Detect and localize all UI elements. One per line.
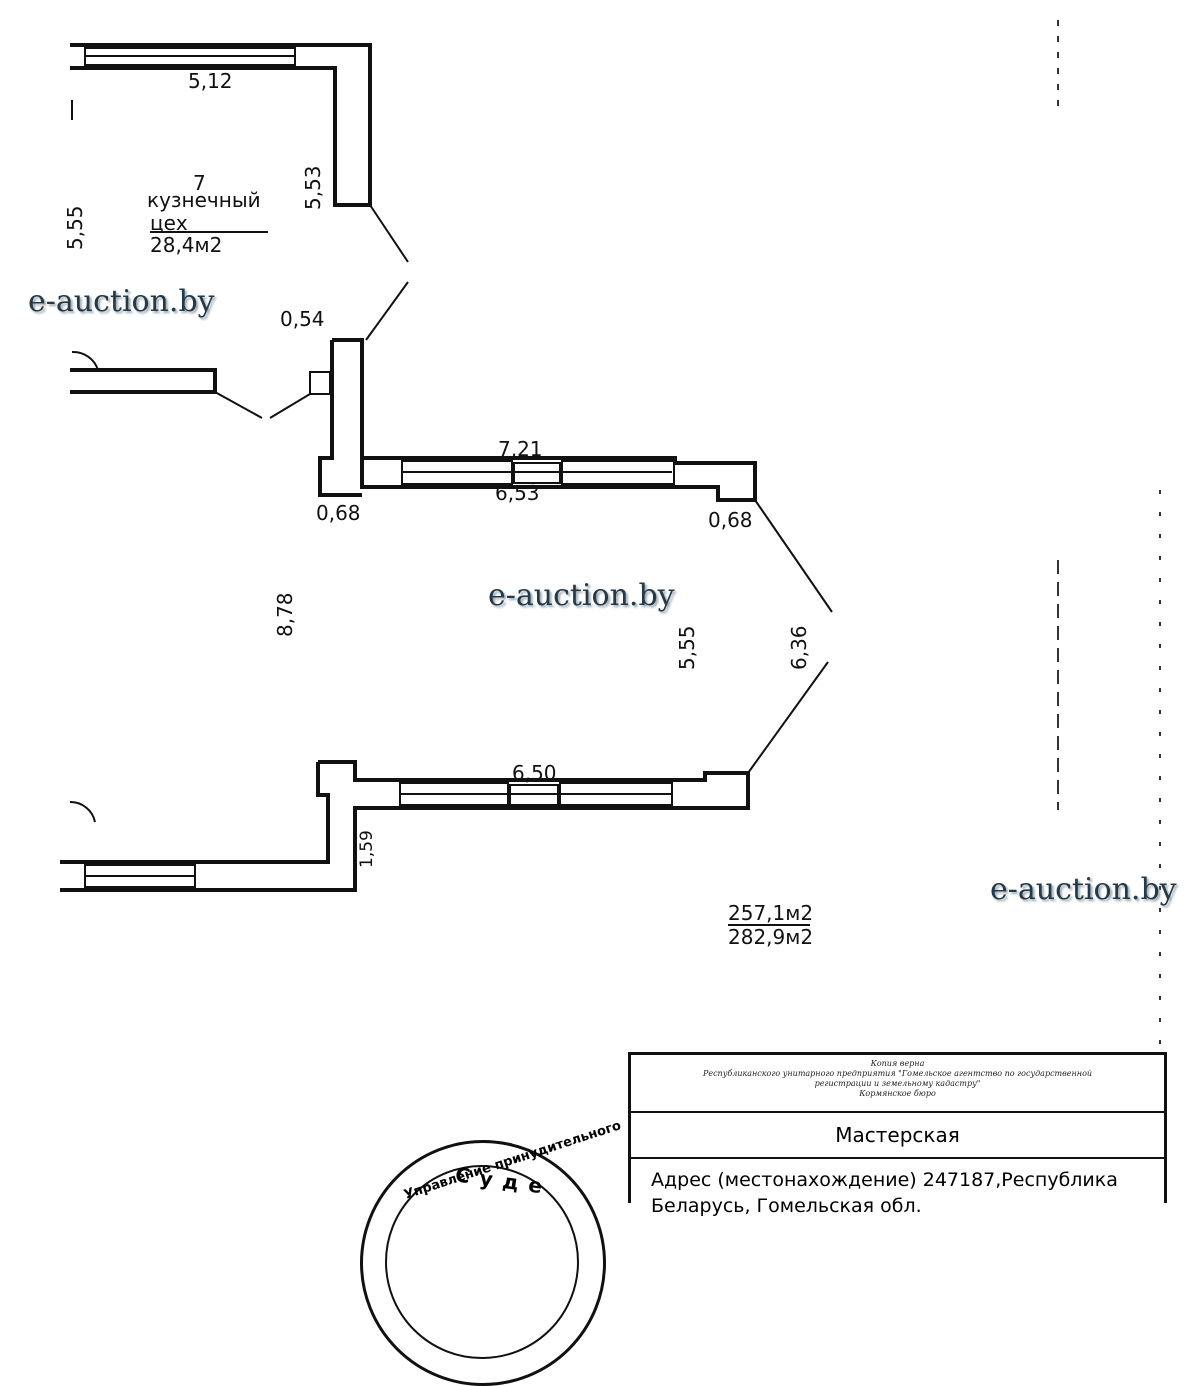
corridor-walls <box>70 338 364 497</box>
title-block-header: Копия верна Республиканского унитарного … <box>631 1055 1164 1113</box>
total-area-1: 257,1м2 <box>728 901 813 925</box>
dim-mid-inner: 6,53 <box>495 481 540 505</box>
header-line4: Кормянское бюро <box>859 1089 936 1098</box>
dim-bottom-wall: 6,50 <box>512 761 557 785</box>
address-line2: Беларусь, Гомельская обл. <box>651 1195 922 1217</box>
page-edge-marks <box>1057 20 1161 1050</box>
dim-left-mid: 8,78 <box>273 592 297 637</box>
dim-small-a: 0,54 <box>280 307 325 331</box>
watermark-right: e-auction.by <box>990 872 1177 907</box>
room-name-line2: цех <box>150 211 188 235</box>
floor-plan: 5,12 5,53 5,55 7 кузнечный цех 28,4м2 0,… <box>60 20 1161 1050</box>
upper-room-walls <box>70 43 409 341</box>
official-seal: Управление принудительного Суде <box>360 1118 623 1386</box>
dim-diagonal: 6,36 <box>787 625 811 670</box>
title-block-title: Мастерская <box>631 1113 1164 1159</box>
dim-left-068: 0,68 <box>316 501 361 525</box>
dim-bottom-left: 1,59 <box>357 830 377 868</box>
watermark-center: e-auction.by <box>488 578 675 613</box>
main-hall-upper-wall <box>360 456 833 613</box>
dim-right-upper: 5,53 <box>301 165 325 210</box>
watermark-top-left: e-auction.by <box>28 284 215 319</box>
header-line3: регистрации и земельному кадастру" <box>814 1079 981 1088</box>
room-number: 7 <box>193 171 206 195</box>
room-name-line1: кузнечный <box>147 188 261 212</box>
title-block-address: Адрес (местонахождение) 247187,Республик… <box>631 1159 1164 1219</box>
dim-right-068: 0,68 <box>708 508 753 532</box>
dim-left-upper: 5,55 <box>63 205 87 250</box>
header-line2: Республиканского унитарного предприятия … <box>702 1069 1093 1078</box>
dim-center-vertical: 5,55 <box>675 625 699 670</box>
total-area-2: 282,9м2 <box>728 925 813 949</box>
title-block: Копия верна Республиканского унитарного … <box>628 1052 1167 1217</box>
room-area: 28,4м2 <box>150 233 222 257</box>
address-line1: Адрес (местонахождение) 247187,Республик… <box>651 1169 1118 1191</box>
dim-top-wall: 5,12 <box>188 69 233 93</box>
header-line1: Копия верна <box>870 1059 925 1068</box>
main-hall-lower-wall <box>60 661 829 892</box>
dim-mid-top: 7,21 <box>498 437 543 461</box>
